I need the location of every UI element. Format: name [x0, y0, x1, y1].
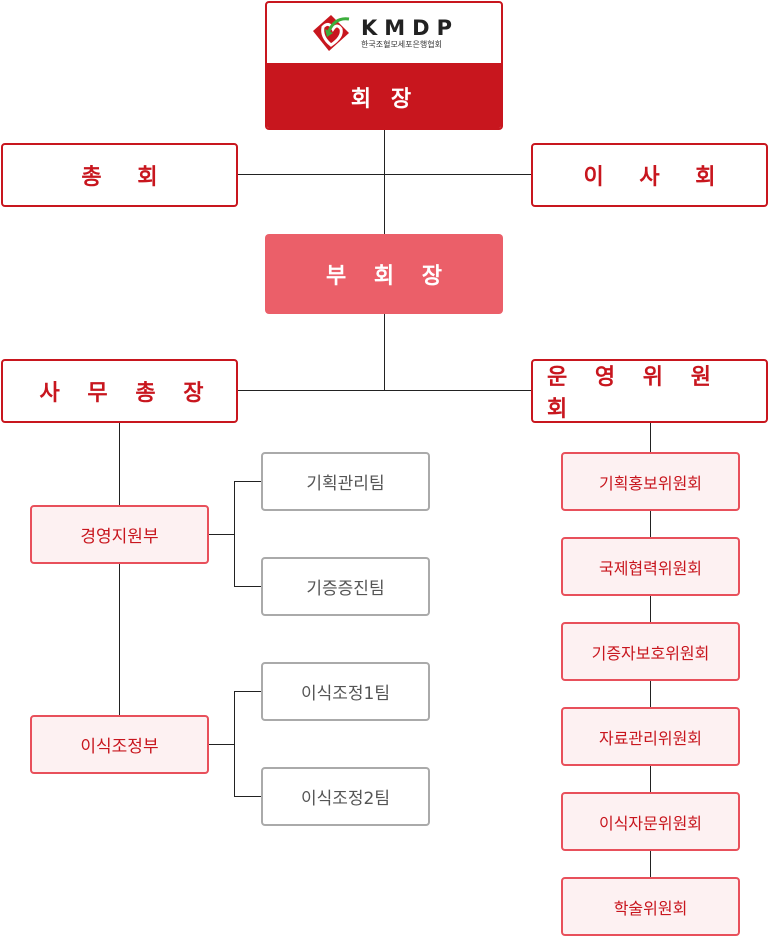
connector	[384, 313, 385, 390]
team-box: 기획관리팀	[261, 452, 430, 511]
connector	[208, 534, 234, 535]
connector	[384, 129, 385, 234]
chairman-box: KMDP 한국조혈모세포은행협회 회 장	[265, 1, 503, 130]
department-box: 이식조정부	[30, 715, 209, 774]
connector	[234, 481, 261, 482]
department-box: 경영지원부	[30, 505, 209, 564]
chairman-label: 회 장	[267, 63, 501, 128]
team-box: 이식조정1팀	[261, 662, 430, 721]
team-box: 기증증진팀	[261, 557, 430, 616]
vice-chairman-box: 부 회 장	[265, 234, 503, 314]
connector	[237, 390, 531, 391]
kmdp-logo: KMDP 한국조혈모세포은행협회	[267, 3, 501, 63]
committee-box: 기증자보호위원회	[561, 622, 740, 681]
general-assembly-box: 총 회	[1, 143, 238, 207]
connector	[119, 422, 120, 715]
connector	[237, 174, 531, 175]
connector	[234, 691, 235, 796]
connector	[208, 744, 234, 745]
secretary-general-box: 사 무 총 장	[1, 359, 238, 423]
connector	[234, 691, 261, 692]
committee-box: 자료관리위원회	[561, 707, 740, 766]
committee-box: 이식자문위원회	[561, 792, 740, 851]
board-box: 이 사 회	[531, 143, 768, 207]
connector	[234, 796, 261, 797]
team-box: 이식조정2팀	[261, 767, 430, 826]
logo-brand: KMDP	[361, 15, 459, 40]
committee-box: 기획홍보위원회	[561, 452, 740, 511]
logo-subtitle: 한국조혈모세포은행협회	[361, 39, 442, 49]
committee-box: 국제협력위원회	[561, 537, 740, 596]
heart-logo-icon	[313, 15, 350, 51]
steering-committee-box: 운 영 위 원 회	[531, 359, 768, 423]
connector	[234, 586, 261, 587]
connector	[234, 481, 235, 586]
committee-box: 학술위원회	[561, 877, 740, 936]
